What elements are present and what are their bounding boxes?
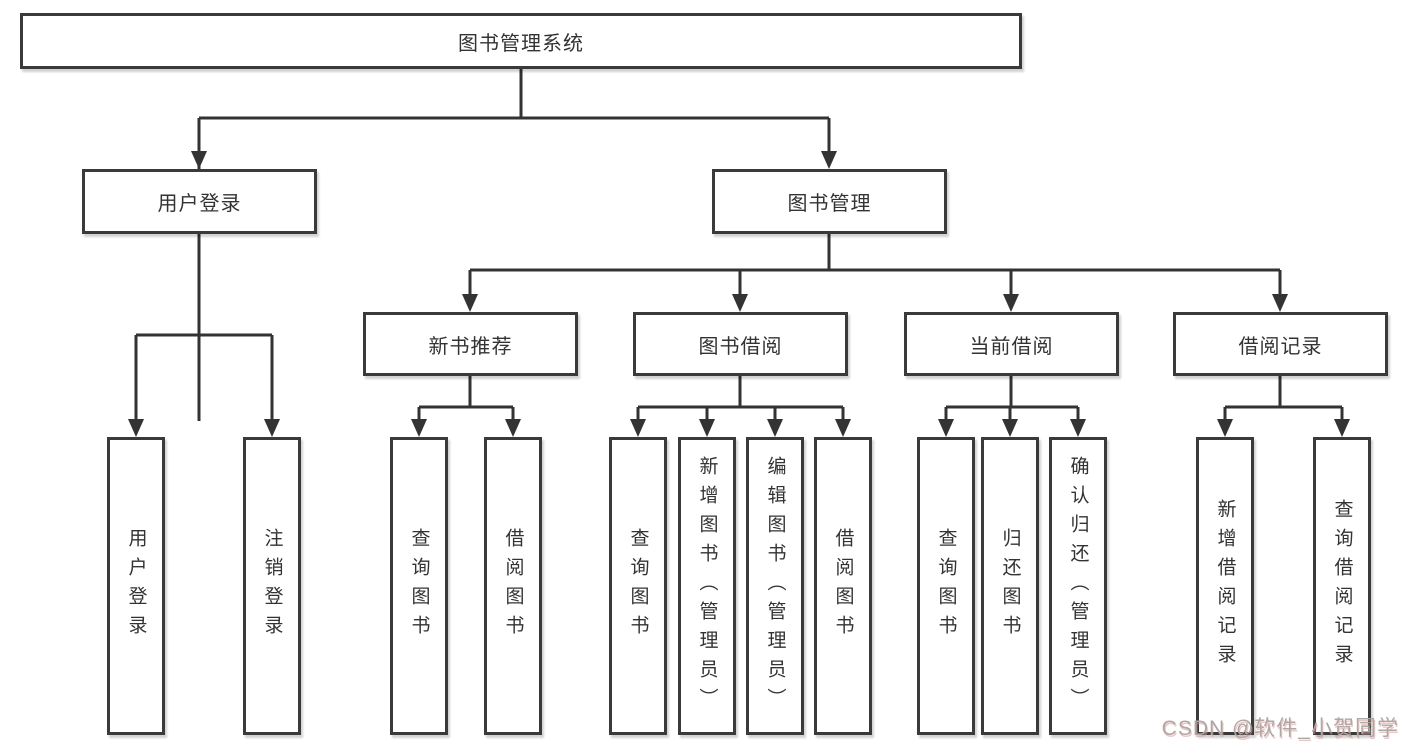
arrow-down-icon <box>821 151 837 169</box>
leaf-borrow-books-recommend: 借阅图书 <box>484 437 542 735</box>
leaf-logout: 注销登录 <box>243 437 301 735</box>
node-book-borrowing: 图书借阅 <box>633 312 848 376</box>
leaf-return-books: 归还图书 <box>981 437 1039 735</box>
leaf-query-books-recommend: 查询图书 <box>390 437 448 735</box>
arrow-down-icon <box>1070 419 1086 437</box>
arrow-down-icon <box>1217 419 1233 437</box>
leaf-edit-books-admin: 编辑图书（管理员） <box>746 437 804 735</box>
arrow-down-icon <box>1002 419 1018 437</box>
leaf-confirm-return-admin: 确认归还（管理员） <box>1049 437 1107 735</box>
connector-borrow-records <box>1223 376 1344 421</box>
node-new-book-recommendation: 新书推荐 <box>363 312 578 376</box>
node-borrowing-records: 借阅记录 <box>1173 312 1388 376</box>
leaf-query-books-borrowing: 查询图书 <box>609 437 667 735</box>
node-user-login: 用户登录 <box>82 169 317 234</box>
node-library-management-system: 图书管理系统 <box>20 13 1022 69</box>
arrow-down-icon <box>505 419 521 437</box>
csdn-watermark: CSDN @软件_小贺同学 <box>1161 717 1399 740</box>
arrow-down-icon <box>732 294 748 312</box>
connector-user-login <box>134 234 274 421</box>
arrow-down-icon <box>1272 294 1288 312</box>
arrow-down-icon <box>1003 294 1019 312</box>
arrow-down-icon <box>1334 419 1350 437</box>
leaf-user-login: 用户登录 <box>107 437 165 735</box>
arrow-down-icon <box>264 419 280 437</box>
arrow-down-icon <box>767 419 783 437</box>
arrowheads <box>128 151 1350 437</box>
leaf-query-books-current: 查询图书 <box>917 437 975 735</box>
connector-current-borrow <box>944 376 1080 421</box>
arrow-down-icon <box>699 419 715 437</box>
arrow-down-icon <box>411 419 427 437</box>
connector-root <box>197 69 831 421</box>
arrow-down-icon <box>128 419 144 437</box>
arrow-down-icon <box>630 419 646 437</box>
connector-book-management <box>468 234 1282 296</box>
node-book-management: 图书管理 <box>712 169 947 234</box>
leaf-query-borrow-record: 查询借阅记录 <box>1313 437 1371 735</box>
leaf-add-books-admin: 新增图书（管理员） <box>678 437 736 735</box>
leaf-add-borrow-record: 新增借阅记录 <box>1196 437 1254 735</box>
arrow-down-icon <box>191 151 207 169</box>
arrow-down-icon <box>938 419 954 437</box>
arrow-down-icon <box>835 419 851 437</box>
node-current-borrowing: 当前借阅 <box>904 312 1119 376</box>
arrow-down-icon <box>462 294 478 312</box>
connector-new-book <box>417 376 515 421</box>
leaf-borrow-books-borrowing: 借阅图书 <box>814 437 872 735</box>
connector-book-borrow <box>636 376 845 421</box>
